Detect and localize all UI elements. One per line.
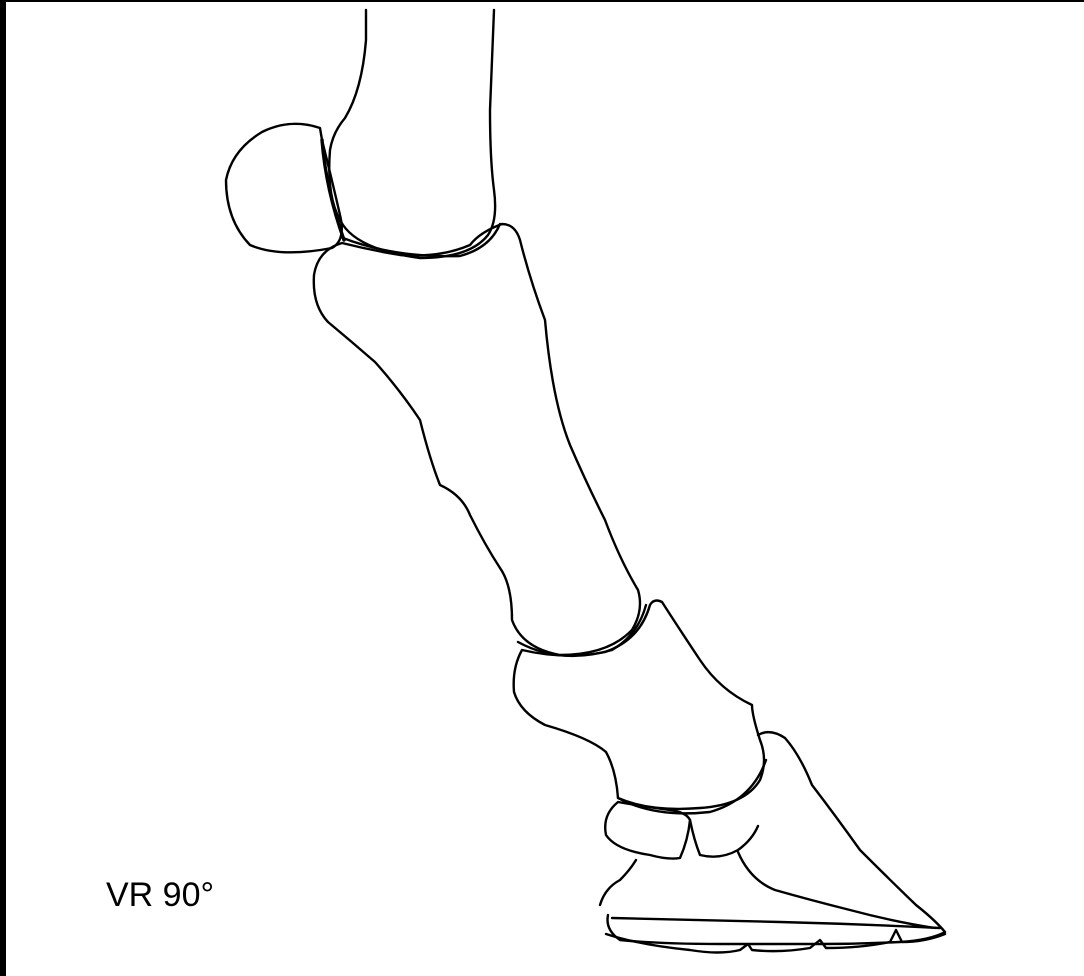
navicular bbox=[605, 802, 690, 859]
long-pastern bbox=[314, 224, 646, 656]
sesamoid bbox=[226, 124, 342, 253]
cannon-bone bbox=[322, 10, 500, 258]
coffin-bone bbox=[600, 732, 945, 944]
short-pastern bbox=[514, 601, 766, 814]
view-angle-label: VR 90° bbox=[106, 878, 214, 912]
